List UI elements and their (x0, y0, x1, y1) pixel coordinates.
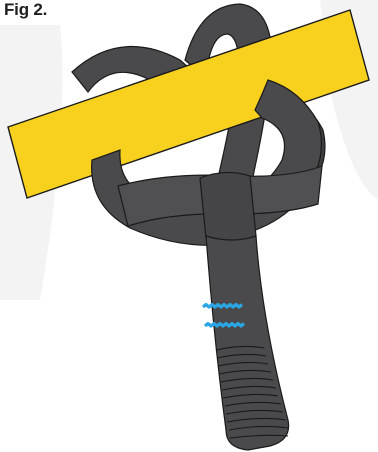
strap-tail (206, 236, 289, 450)
strap-knot-center (200, 172, 256, 241)
figure-label: Fig 2. (4, 0, 47, 20)
